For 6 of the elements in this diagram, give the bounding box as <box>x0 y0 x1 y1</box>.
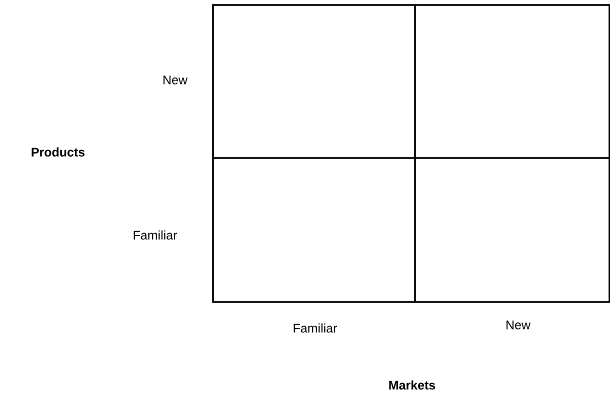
axis-title: Markets <box>389 380 436 390</box>
axis-label: New <box>506 320 531 330</box>
axis-label: Familiar <box>134 230 177 240</box>
axis-label: New <box>164 76 188 84</box>
axis-label: Familiar <box>294 323 337 333</box>
axis-title: Products <box>32 147 85 157</box>
